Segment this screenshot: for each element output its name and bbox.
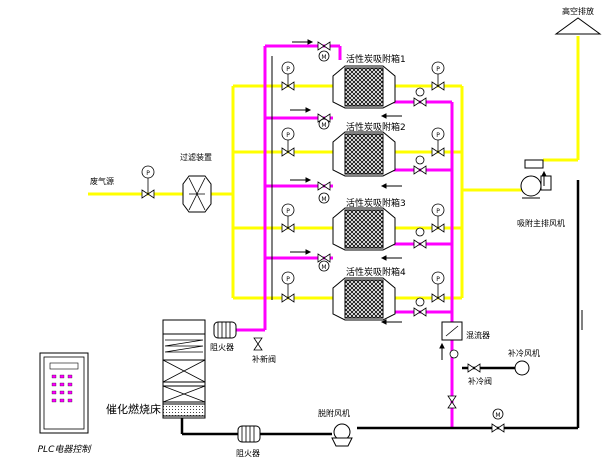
activated-carbon-box-icon [344, 133, 384, 175]
plc-cabinet: PLC电器控制 [38, 352, 93, 455]
butterfly-valve-icon [281, 293, 295, 303]
actuator-icon: M [318, 260, 330, 272]
exhaust-stack: 高空排放 [554, 6, 602, 35]
butterfly-valve-icon [413, 307, 427, 317]
adsorber-4-label: 活性炭吸附箱4 [346, 266, 406, 278]
catalytic-combustion-bed: 催化燃烧床 [106, 319, 206, 419]
butterfly-valve-icon [281, 81, 295, 91]
butterfly-valve-icon [317, 253, 331, 263]
butterfly-valve-icon [281, 147, 295, 157]
butterfly-valve-icon [431, 293, 445, 303]
svg-text:P: P [436, 208, 440, 215]
butterfly-valve-icon [253, 337, 263, 351]
actuator-icon: M [492, 408, 504, 420]
butterfly-valve-icon [141, 189, 155, 199]
svg-text:P: P [436, 66, 440, 73]
centrifugal-fan-icon [514, 360, 530, 376]
butterfly-valve-icon [281, 223, 295, 233]
flow-arrows [290, 39, 583, 360]
svg-text:P: P [286, 66, 290, 73]
plc-label: PLC电器控制 [38, 444, 93, 455]
actuator-icon [415, 87, 425, 97]
activated-carbon-box-icon [344, 67, 384, 107]
butterfly-valve-icon [447, 395, 457, 409]
waste-gas-label: 废气源 [90, 176, 114, 186]
svg-text:M: M [495, 412, 500, 419]
adsorber-box-3: 活性炭吸附箱3 [332, 197, 406, 251]
flame-arrester-bottom-label: 阻火器 [236, 449, 260, 458]
pressure-gauge-icon: P [431, 271, 445, 298]
butterfly-valve-icon [317, 113, 331, 123]
butterfly-valve-icon [431, 81, 445, 91]
butterfly-valve-icon [431, 147, 445, 157]
filter-label: 过滤装置 [180, 152, 212, 162]
pressure-gauge-icon: P [141, 165, 155, 194]
flame-arrester-top: 阻火器 [210, 321, 237, 352]
pressure-gauge-icon: P [431, 203, 445, 228]
pressure-gauge-icon: P [281, 271, 295, 298]
adsorber-box-4: 活性炭吸附箱4 [332, 266, 406, 321]
pressure-gauge-icon: P [281, 203, 295, 228]
valves [141, 41, 505, 433]
svg-text:P: P [146, 170, 150, 177]
pressure-gauge-icon: P [431, 127, 445, 152]
butterfly-valve-icon [413, 97, 427, 107]
flow-mixer: 混流器 [441, 321, 490, 341]
actuator-icon [415, 297, 425, 307]
svg-text:P: P [286, 208, 290, 215]
svg-text:P: P [286, 276, 290, 283]
pressure-gauge-icon: P [431, 61, 445, 86]
flame-arrester-top-label: 阻火器 [210, 343, 234, 352]
actuator-icon [415, 227, 425, 237]
centrifugal-fan-icon [520, 175, 542, 197]
butterfly-valve-icon [317, 181, 331, 191]
catalytic-bed-label: 催化燃烧床 [106, 402, 161, 416]
butterfly-valve-icon [317, 41, 331, 51]
butterfly-valve-icon [431, 223, 445, 233]
svg-text:P: P [436, 276, 440, 283]
filter-unit: 过滤装置 [180, 152, 212, 213]
main-fan-label: 吸附主排风机 [517, 218, 565, 228]
pressure-gauge-icon: P [281, 127, 295, 152]
adsorber-box-1: 活性炭吸附箱1 [332, 53, 406, 109]
adsorber-box-2: 活性炭吸附箱2 [332, 121, 406, 177]
makeup-valve-label: 补新阀 [252, 354, 276, 364]
butterfly-valve-icon [491, 423, 505, 433]
butterfly-valve-icon [467, 363, 481, 373]
cool-valve-label: 补冷阀 [468, 376, 492, 386]
desorption-fan-label: 脱附风机 [318, 408, 350, 418]
adsorber-1-label: 活性炭吸附箱1 [346, 53, 406, 65]
actuator-icon: M [318, 118, 330, 130]
adsorber-3-label: 活性炭吸附箱3 [346, 197, 406, 209]
desorption-fan: 脱附风机 [318, 408, 353, 447]
gauges: P P P P P P P P P M M M M M [141, 50, 504, 420]
actuator-icon: M [318, 50, 330, 62]
makeup-cool-fan-label: 补冷风机 [508, 348, 540, 358]
butterfly-valve-icon [413, 239, 427, 249]
butterfly-valve-icon [413, 165, 427, 175]
flow-mixer-label: 混流器 [466, 330, 490, 340]
actuator-icon [415, 155, 425, 165]
actuator-icon [449, 349, 459, 359]
adsorber-2-label: 活性炭吸附箱2 [346, 121, 406, 133]
exhaust-high-label: 高空排放 [562, 6, 594, 16]
svg-text:M: M [321, 264, 326, 271]
svg-text:P: P [286, 132, 290, 139]
actuator-icon: M [318, 192, 330, 204]
svg-text:M: M [321, 54, 326, 61]
svg-text:M: M [321, 196, 326, 203]
svg-text:M: M [321, 122, 326, 129]
flame-arrester-bottom: 阻火器 [236, 425, 261, 458]
svg-text:P: P [436, 132, 440, 139]
activated-carbon-box-icon [344, 279, 384, 319]
main-fan: 吸附主排风机 [517, 159, 565, 228]
makeup-cool-fan: 补冷风机 [508, 348, 540, 376]
activated-carbon-box-icon [344, 209, 384, 249]
pressure-gauge-icon: P [281, 61, 295, 86]
